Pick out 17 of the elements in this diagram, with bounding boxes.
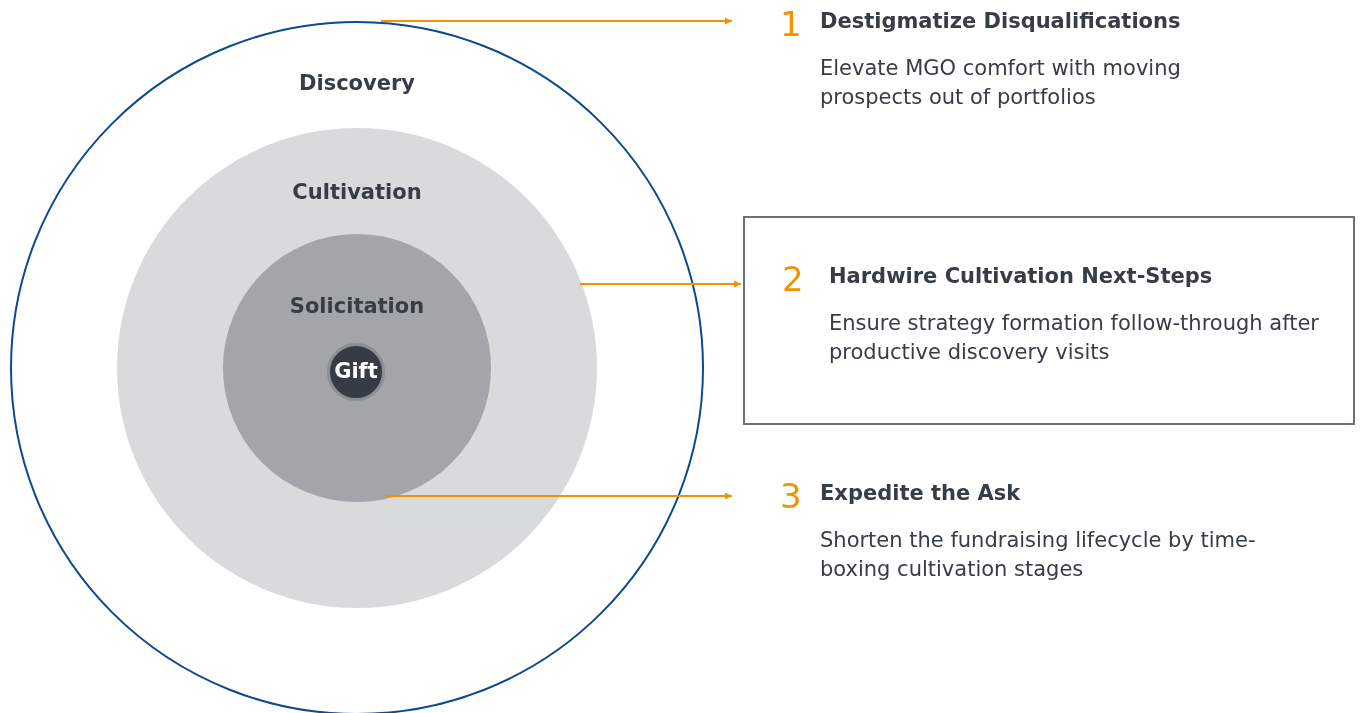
stage-label: Discovery <box>299 71 415 95</box>
arrow <box>384 492 733 500</box>
step-heading: Expedite the Ask <box>820 481 1021 505</box>
arrow <box>579 280 742 288</box>
step-heading: Destigmatize Disqualifications <box>820 9 1181 33</box>
stage-label: Cultivation <box>292 180 422 204</box>
stage-label: Solicitation <box>289 294 425 318</box>
step-number: 2 <box>782 261 804 297</box>
step-number: 3 <box>780 478 802 514</box>
stage-label: Gift <box>334 359 378 383</box>
step-description: Elevate MGO comfort with moving prospects out of portfolios <box>820 55 1182 111</box>
highlight-box <box>743 216 1355 425</box>
step-heading: Hardwire Cultivation Next-Steps <box>829 264 1213 288</box>
step-description: Ensure strategy formation follow-through after productive discovery visits <box>829 310 1320 366</box>
step-description: Shorten the fundraising lifecycle by time-boxing cultivation stages <box>820 527 1257 583</box>
step-number: 1 <box>780 6 802 42</box>
arrow <box>380 17 733 25</box>
